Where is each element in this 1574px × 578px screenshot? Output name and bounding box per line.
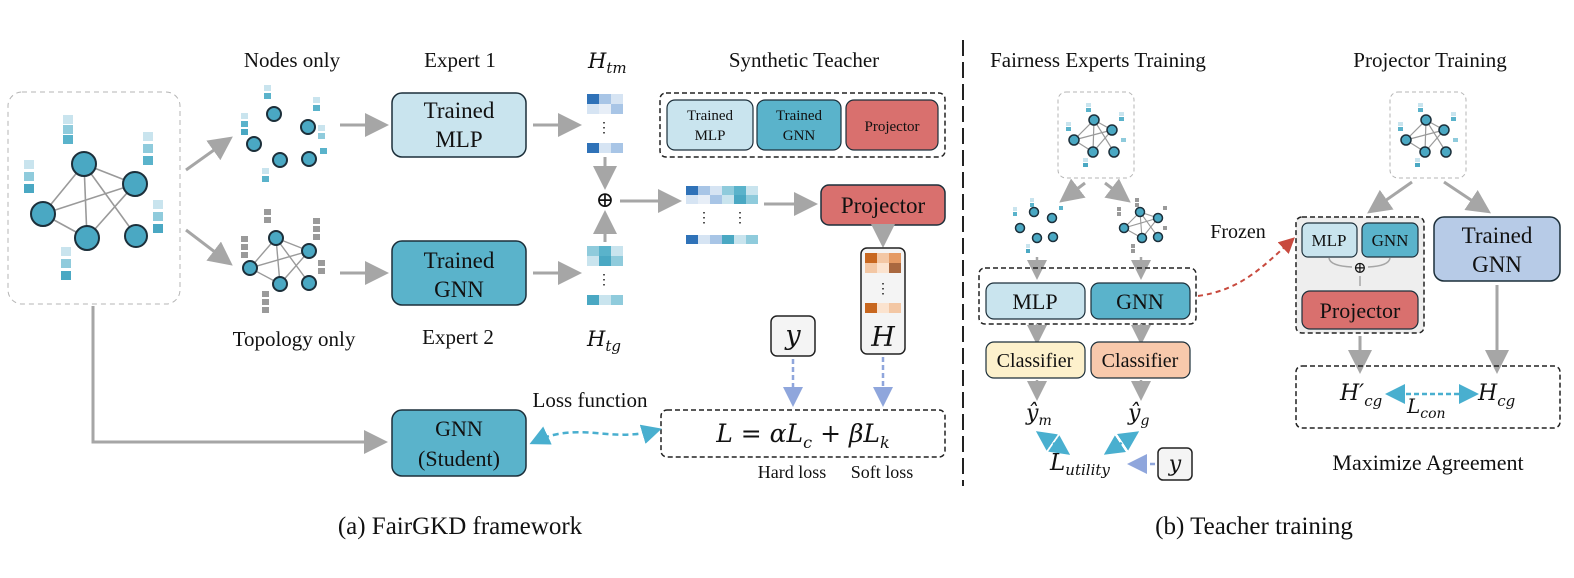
h-output-box: ⋮ H	[860, 247, 906, 355]
fairness-nodes-graph	[1013, 198, 1063, 253]
frozen-label: Frozen	[1210, 221, 1266, 243]
graph-node	[30, 201, 56, 227]
synthetic-teacher-label: Synthetic Teacher	[729, 48, 879, 72]
h-tm-label: Htm	[587, 49, 627, 77]
svg-text:Trained: Trained	[424, 248, 495, 273]
svg-text:Trained: Trained	[424, 98, 495, 123]
svg-text:Projector: Projector	[865, 119, 920, 135]
l-utility: Lutility	[1049, 450, 1110, 479]
y-hat-m: ŷm	[1025, 401, 1052, 429]
expert1-label: Expert 1	[424, 48, 496, 72]
projector-training-title: Projector Training	[1353, 48, 1507, 72]
l-con: Lcon	[1406, 394, 1446, 422]
graph-node	[74, 225, 100, 251]
caption-b: (b) Teacher training	[1155, 513, 1353, 540]
student-gnn-box: GNN (Student)	[391, 409, 527, 477]
svg-text:H: H	[870, 322, 895, 353]
h-tg-label: Htg	[586, 327, 621, 355]
svg-text:GNN: GNN	[1472, 252, 1522, 277]
graph-node	[124, 224, 148, 248]
svg-text:y: y	[1168, 452, 1182, 477]
soft-loss-label: Soft loss	[851, 462, 914, 482]
svg-text:MLP: MLP	[1312, 231, 1347, 250]
topology-only-label: Topology only	[233, 327, 356, 351]
classifier-mlp-box: Classifier	[985, 341, 1086, 379]
svg-text:GNN: GNN	[435, 416, 483, 441]
loss-function-label: Loss function	[533, 388, 648, 412]
projector-box: Projector	[820, 184, 946, 226]
svg-text:GNN: GNN	[1372, 231, 1409, 250]
svg-text:⋮: ⋮	[597, 121, 611, 136]
feature-bars	[24, 115, 163, 280]
fairness-input-graph	[1057, 91, 1135, 179]
trained-gnn-box: Trained GNN	[391, 240, 527, 306]
h-tm-matrix: ⋮	[587, 94, 623, 153]
maximize-agreement-label: Maximize Agreement	[1332, 450, 1523, 475]
svg-text:Classifier: Classifier	[1102, 350, 1179, 372]
input-graph	[7, 91, 181, 305]
graph-node	[122, 171, 148, 197]
nodes-only-label: Nodes only	[244, 48, 341, 72]
svg-text:⋮: ⋮	[697, 211, 711, 226]
oplus-symbol: ⊕	[596, 187, 614, 212]
caption-a: (a) FairGKD framework	[338, 513, 583, 540]
svg-text:L = αLc + βLk: L = αLc + βLk	[715, 419, 890, 452]
fairness-topology-graph	[1117, 198, 1167, 253]
fairness-experts-title: Fairness Experts Training	[990, 48, 1206, 72]
y-hat-g: ŷg	[1127, 401, 1149, 429]
svg-text:Trained: Trained	[687, 108, 734, 124]
expert2-label: Expert 2	[422, 325, 494, 349]
svg-text:GNN: GNN	[1116, 289, 1164, 314]
svg-text:⋮: ⋮	[876, 282, 890, 297]
svg-text:Trained: Trained	[1462, 223, 1533, 248]
svg-text:⊕: ⊕	[1353, 260, 1366, 277]
h-cg-prime: H′cg	[1339, 381, 1382, 410]
frozen-teacher-box: MLP GNN ⊕ Projector	[1295, 216, 1425, 334]
experts-box: MLP GNN	[978, 267, 1197, 325]
svg-text:Projector: Projector	[1320, 298, 1401, 323]
svg-text:Trained: Trained	[776, 108, 823, 124]
svg-text:y: y	[784, 320, 801, 351]
svg-text:Classifier: Classifier	[997, 350, 1074, 372]
classifier-gnn-box: Classifier	[1090, 341, 1191, 379]
svg-text:GNN: GNN	[783, 128, 816, 144]
loss-equation-box: L = αLc + βLk	[660, 409, 946, 458]
hard-loss-label: Hard loss	[758, 462, 827, 482]
svg-text:(Student): (Student)	[418, 446, 500, 471]
synthetic-teacher-box: Trained MLP Trained GNN Projector	[659, 92, 946, 158]
topology-only-graph	[241, 209, 325, 313]
y-label-box: y	[770, 315, 816, 357]
concat-matrix: ⋮ ⋮	[686, 186, 758, 244]
svg-text:MLP: MLP	[695, 128, 726, 144]
svg-text:MLP: MLP	[1012, 289, 1057, 314]
graph-node	[71, 151, 97, 177]
h-tg-matrix: ⋮	[587, 246, 623, 305]
svg-text:GNN: GNN	[434, 277, 484, 302]
svg-text:Projector: Projector	[841, 193, 926, 218]
trained-mlp-box: Trained MLP	[391, 92, 527, 158]
y-box-b: y	[1157, 447, 1193, 481]
nodes-only-graph	[241, 85, 327, 182]
svg-text:⋮: ⋮	[597, 273, 611, 288]
h-cg: Hcg	[1477, 381, 1515, 410]
svg-text:MLP: MLP	[435, 127, 482, 152]
projector-input-graph	[1389, 91, 1467, 179]
agreement-box: H′cg Hcg Lcon	[1295, 365, 1561, 429]
svg-text:⋮: ⋮	[733, 211, 747, 226]
trained-gnn-b-box: Trained GNN	[1433, 216, 1561, 282]
